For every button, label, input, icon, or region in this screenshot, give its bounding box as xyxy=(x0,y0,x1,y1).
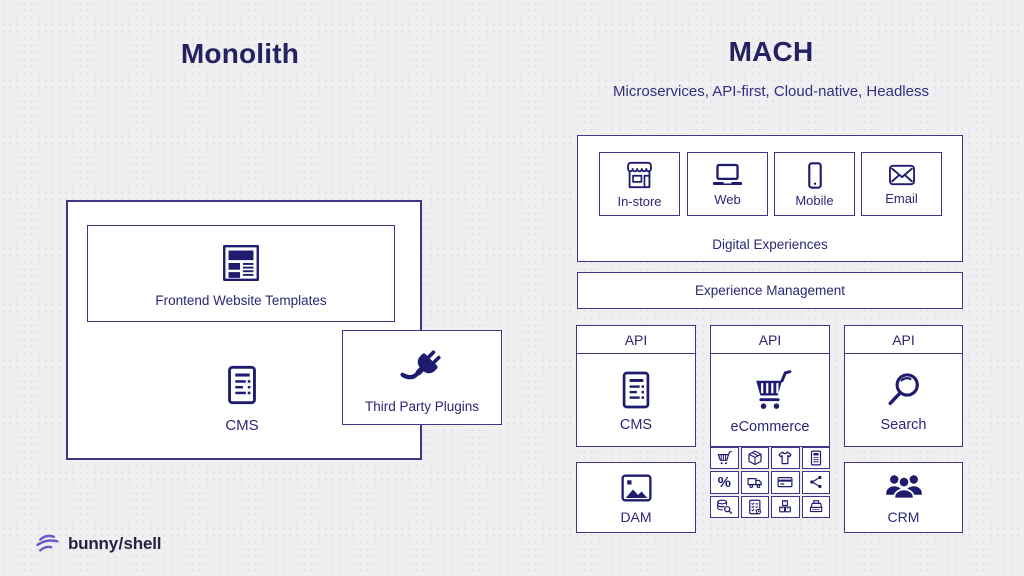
service-label: Search xyxy=(880,416,927,433)
experience-management-label: Experience Management xyxy=(694,283,846,298)
truck-icon xyxy=(740,471,769,494)
third-party-plugins-box: Third Party Plugins xyxy=(342,330,502,425)
experience-management-box: Experience Management xyxy=(577,272,963,309)
api-header: API xyxy=(845,326,962,354)
mach-subtitle: Microservices, API-first, Cloud-native, … xyxy=(613,83,929,100)
store-icon xyxy=(627,161,652,189)
stacked-boxes-icon xyxy=(771,495,800,518)
mach-title: MACH xyxy=(728,36,814,67)
cash-register-icon xyxy=(801,495,830,518)
cms-document-icon xyxy=(228,365,256,405)
dam-label: DAM xyxy=(620,508,652,525)
channel-label: Web xyxy=(714,192,741,207)
package-icon xyxy=(740,447,769,470)
crm-box: CRM xyxy=(844,462,963,533)
image-icon xyxy=(620,474,652,501)
ecommerce-modules-grid: % xyxy=(710,447,830,518)
cms-document-icon xyxy=(622,371,650,408)
channel-label: Email xyxy=(885,191,918,206)
wordmark-slash: / xyxy=(118,534,124,553)
mach-header: MACH Microservices, API-first, Cloud-nat… xyxy=(540,36,1002,100)
api-ecommerce-column: API eCommerce xyxy=(710,325,830,447)
people-group-icon xyxy=(885,475,922,500)
bunnyshell-logo: bunny/shell xyxy=(34,532,161,556)
database-search-icon xyxy=(710,495,739,518)
api-header: API xyxy=(577,326,695,354)
channel-label: Mobile xyxy=(795,192,834,208)
envelope-icon xyxy=(888,164,915,186)
bunnyshell-wordmark: bunny/shell xyxy=(68,534,162,553)
credit-card-icon xyxy=(771,471,800,494)
api-search-column: API Search xyxy=(844,325,963,447)
laptop-icon xyxy=(712,163,743,186)
monolith-title: Monolith xyxy=(180,38,300,69)
magnifier-icon xyxy=(888,372,919,405)
shopping-cart-icon xyxy=(756,369,792,409)
service-label: eCommerce xyxy=(730,418,810,435)
crm-label: CRM xyxy=(887,509,920,525)
channel-in-store: In-store xyxy=(599,152,680,216)
checklist-icon xyxy=(740,495,769,518)
mini-cart-icon xyxy=(710,447,739,470)
api-cms-column: API CMS xyxy=(576,325,696,447)
plug-icon xyxy=(400,349,441,379)
channel-label: In-store xyxy=(617,194,662,209)
calculator-icon xyxy=(801,447,830,470)
frontend-templates-label: Frontend Website Templates xyxy=(155,292,327,308)
dam-box: DAM xyxy=(576,462,696,533)
frontend-templates-box: Frontend Website Templates xyxy=(87,225,395,322)
smartphone-icon xyxy=(807,161,822,189)
bunnyshell-arcs-icon xyxy=(36,534,59,552)
third-party-plugins-label: Third Party Plugins xyxy=(364,398,480,414)
digital-experiences-box: In-store Web Mobile Email Dig xyxy=(577,135,963,262)
monolith-cms-label: CMS xyxy=(225,417,259,434)
channel-web: Web xyxy=(687,152,768,216)
channel-email: Email xyxy=(861,152,942,216)
tshirt-icon xyxy=(771,447,800,470)
digital-experiences-label: Digital Experiences xyxy=(712,237,828,252)
monolith-cms: CMS xyxy=(182,362,302,434)
api-header: API xyxy=(711,326,829,354)
channel-mobile: Mobile xyxy=(774,152,855,216)
webpage-template-icon xyxy=(223,244,259,281)
share-icon xyxy=(801,471,830,494)
service-label: CMS xyxy=(619,416,653,433)
percent-icon: % xyxy=(710,471,739,494)
